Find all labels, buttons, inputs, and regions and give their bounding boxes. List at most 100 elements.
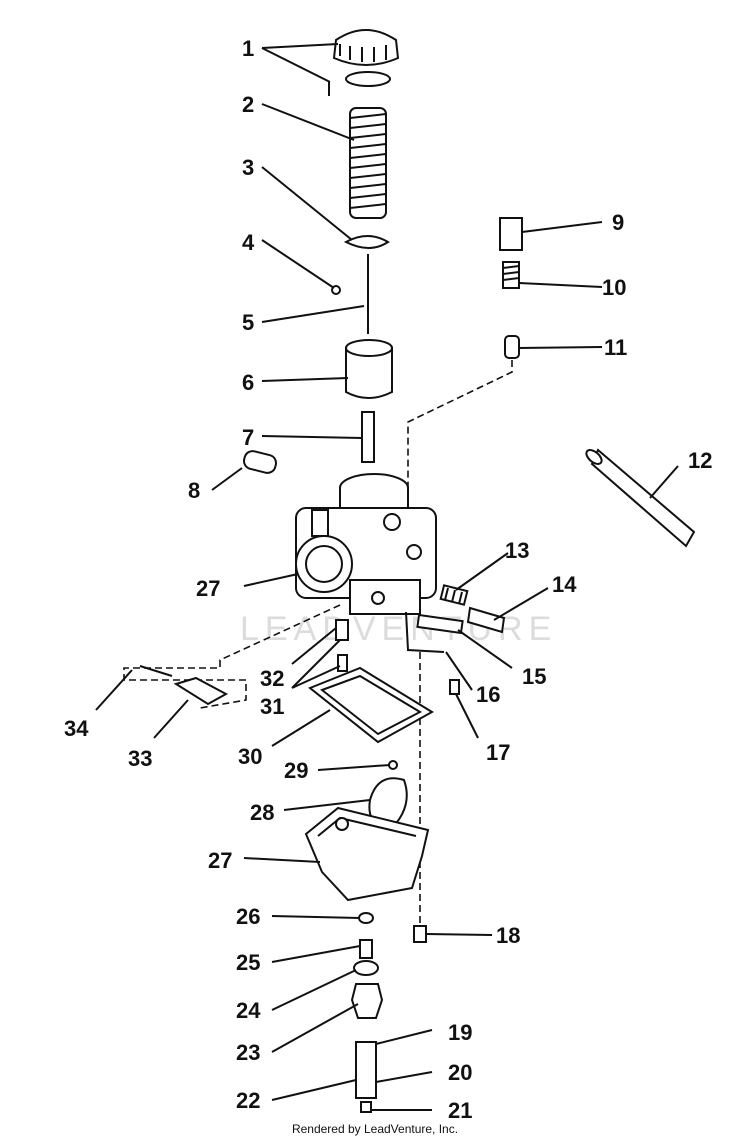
label-23: 23 <box>236 1040 260 1065</box>
part-17-screw <box>449 679 460 695</box>
leader-25 <box>271 945 361 963</box>
leader-7 <box>261 435 363 439</box>
part-26-washer <box>358 912 374 924</box>
label-19: 19 <box>448 1020 472 1045</box>
part-14-screw <box>466 606 506 634</box>
part-27-float-bowl <box>304 806 430 902</box>
part-3-retainer <box>343 235 390 249</box>
leader-26 <box>271 915 361 919</box>
part-25-jet <box>359 939 373 959</box>
guide-line-16 <box>405 611 445 653</box>
label-15: 15 <box>522 664 546 689</box>
part-12-rod <box>585 448 696 548</box>
carburetor-body <box>295 473 437 615</box>
leader-19 <box>375 1029 433 1045</box>
label-6: 6 <box>242 370 254 395</box>
leader-23 <box>271 1003 359 1053</box>
leader-9 <box>521 221 603 233</box>
label-14: 14 <box>552 572 577 597</box>
leader-33 <box>153 699 189 739</box>
leader-10 <box>518 282 603 288</box>
leader-1 <box>261 43 339 83</box>
label-7: 7 <box>242 425 254 450</box>
leader-20 <box>375 1071 433 1083</box>
leader-16 <box>445 651 473 691</box>
leader-32 <box>291 627 337 665</box>
label-16: 16 <box>476 682 500 707</box>
part-13-spring <box>439 584 469 606</box>
leader-14 <box>493 587 549 621</box>
label-4: 4 <box>242 230 255 255</box>
label-5: 5 <box>242 310 254 335</box>
leader-34 <box>95 669 133 711</box>
label-1: 1 <box>242 36 254 61</box>
part-8-plug <box>242 450 278 474</box>
label-17: 17 <box>486 740 510 765</box>
label-21: 21 <box>448 1098 472 1120</box>
guide-dashed-line-11 <box>407 360 513 520</box>
part-18-screw <box>413 925 427 943</box>
credit-footer: Rendered by LeadVenture, Inc. <box>291 1122 459 1136</box>
leader-31 <box>291 639 341 689</box>
leader-24 <box>271 969 357 1011</box>
leader-11 <box>518 346 603 349</box>
label-33: 33 <box>128 746 152 771</box>
label-13: 13 <box>505 538 529 563</box>
leader-22 <box>271 1079 357 1101</box>
leader-29 <box>317 764 391 771</box>
leader-3 <box>261 166 353 241</box>
guide-dashed-line-33 <box>123 604 341 709</box>
part-23-holder <box>350 983 384 1019</box>
part-6-slide <box>345 339 393 399</box>
leader-17 <box>455 693 479 739</box>
part-15-screw <box>416 613 464 635</box>
part-34-hose <box>139 665 173 677</box>
part-31-jet <box>337 654 348 672</box>
label-31: 31 <box>260 694 284 719</box>
label-30: 30 <box>238 744 262 769</box>
label-34: 34 <box>64 716 89 741</box>
leader-27a <box>243 573 299 587</box>
label-25: 25 <box>236 950 260 975</box>
part-33-clip <box>173 676 229 706</box>
label-3: 3 <box>242 155 254 180</box>
leader-30 <box>271 709 331 747</box>
part-9-10-11-adjuster <box>499 217 523 359</box>
part-32-jet <box>335 619 349 641</box>
label-12: 12 <box>688 448 712 473</box>
label-27-upper: 27 <box>196 576 220 601</box>
label-8: 8 <box>188 478 200 503</box>
label-27-lower: 27 <box>208 848 232 873</box>
label-24: 24 <box>236 998 261 1023</box>
label-22: 22 <box>236 1088 260 1113</box>
part-29-pin <box>388 760 398 770</box>
leader-27b <box>243 857 321 863</box>
part-21-nut <box>360 1101 372 1113</box>
label-20: 20 <box>448 1060 472 1085</box>
leader-15 <box>457 629 513 669</box>
leader-6 <box>261 377 349 382</box>
part-24-oring <box>353 960 379 976</box>
part-2-spring <box>349 107 387 219</box>
label-10: 10 <box>602 275 626 300</box>
leader-5 <box>261 305 365 323</box>
part-1-cap <box>328 29 400 96</box>
part-30-gasket-inner <box>319 674 423 736</box>
label-32: 32 <box>260 666 284 691</box>
leader-4 <box>261 239 335 289</box>
part-7-jet <box>361 411 375 463</box>
label-29: 29 <box>284 758 308 783</box>
leader-18 <box>425 933 493 936</box>
leader-13 <box>455 552 509 591</box>
label-9: 9 <box>612 210 624 235</box>
label-2: 2 <box>242 92 254 117</box>
label-11: 11 <box>604 335 627 360</box>
part-20-tube <box>355 1041 377 1099</box>
label-26: 26 <box>236 904 260 929</box>
label-18: 18 <box>496 923 520 948</box>
leader-28 <box>283 799 371 811</box>
leader-12 <box>649 465 679 499</box>
label-28: 28 <box>250 800 274 825</box>
leader-2 <box>261 103 355 141</box>
